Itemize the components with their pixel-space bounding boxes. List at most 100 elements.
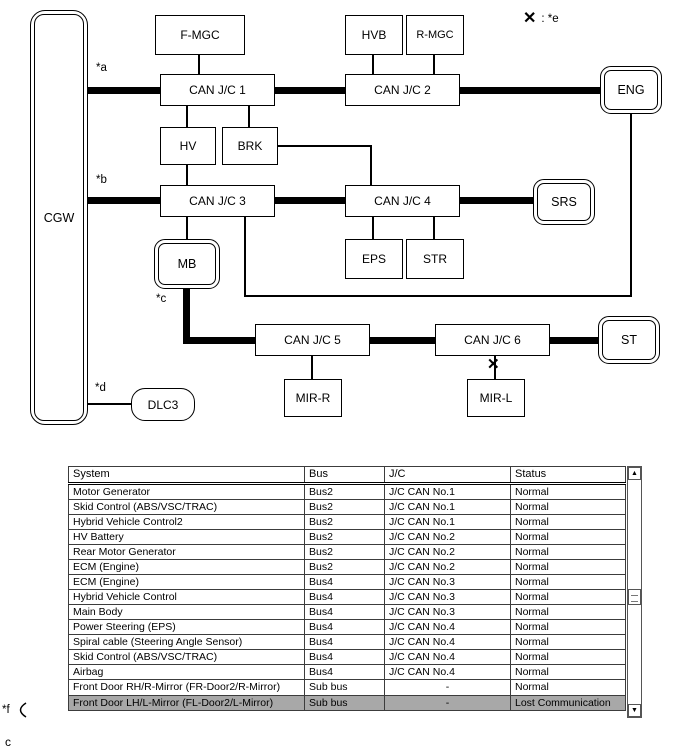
scroll-down-button[interactable]: ▼: [628, 704, 641, 717]
node-hvb: HVB: [345, 15, 403, 55]
table-row[interactable]: Front Door RH/R-Mirror (FR-Door2/R-Mirro…: [68, 679, 626, 696]
cell-system: ECM (Engine): [68, 558, 305, 576]
cell-status: Normal: [510, 558, 626, 576]
node-srs: SRS: [533, 179, 595, 225]
cell-bus: Bus4: [304, 664, 385, 681]
wire-rmgc-jc2: [433, 55, 435, 75]
wire-loop-horizontal: [244, 295, 632, 297]
cell-system: Rear Motor Generator: [68, 543, 305, 560]
table-header-row: System Bus J/C Status: [68, 466, 626, 485]
cell-jc: -: [384, 679, 511, 696]
cell-jc: J/C CAN No.4: [384, 664, 511, 681]
cell-jc: J/C CAN No.3: [384, 589, 511, 606]
node-dlc3: DLC3: [131, 388, 195, 421]
col-header-bus: Bus: [304, 466, 385, 485]
node-mir-l: MIR-L: [467, 379, 525, 417]
cell-bus: Bus4: [304, 649, 385, 666]
row-pointer-brace-icon: [19, 702, 27, 718]
cell-bus: Sub bus: [304, 679, 385, 696]
wire-jc1-hv: [186, 106, 188, 128]
node-eps: EPS: [345, 239, 403, 279]
scroll-up-button[interactable]: ▲: [628, 467, 641, 480]
col-header-system: System: [68, 466, 305, 485]
node-st: ST: [598, 316, 660, 364]
wire-hvb-jc2: [372, 55, 374, 75]
node-label: DLC3: [147, 397, 179, 412]
cell-status: Normal: [510, 649, 626, 666]
marker-a: *a: [96, 62, 107, 74]
table-scrollbar[interactable]: ▲ ▼: [627, 466, 642, 718]
scrollbar-thumb[interactable]: [628, 589, 641, 605]
cell-bus: Bus2: [304, 498, 385, 515]
figure-label: c: [5, 735, 11, 749]
cell-status: Normal: [510, 589, 626, 606]
cell-bus: Bus4: [304, 604, 385, 621]
table-row[interactable]: Spiral cable (Steering Angle Sensor)Bus4…: [68, 634, 626, 651]
node-can-jc-1: CAN J/C 1: [160, 74, 275, 106]
node-label: ST: [621, 333, 637, 347]
cell-bus: Bus4: [304, 589, 385, 606]
node-can-jc-3: CAN J/C 3: [160, 185, 275, 217]
cell-bus: Bus2: [304, 513, 385, 530]
cell-status: Normal: [510, 634, 626, 651]
wire-jc3-mb: [186, 216, 188, 240]
cell-bus: Bus2: [304, 558, 385, 576]
table-row[interactable]: Front Door LH/L-Mirror (FL-Door2/L-Mirro…: [68, 694, 626, 711]
wire-eng-loop-vertical: [630, 113, 632, 297]
wire-jc1-brk: [248, 106, 250, 128]
legend-broken-connection: ✕ : *e: [523, 11, 559, 27]
cell-system: Hybrid Vehicle Control2: [68, 513, 305, 530]
bus-c-line: [183, 337, 600, 344]
x-mark-icon: ✕: [523, 10, 537, 27]
cell-system: Front Door LH/L-Mirror (FL-Door2/L-Mirro…: [68, 694, 305, 711]
cell-system: Main Body: [68, 604, 305, 621]
node-label: HVB: [361, 28, 387, 42]
cell-system: Power Steering (EPS): [68, 619, 305, 636]
wire-jc5-mirr: [311, 355, 313, 380]
marker-f: *f: [2, 701, 30, 719]
node-hv: HV: [160, 127, 216, 165]
bus-c-vertical-line: [183, 288, 190, 344]
cell-jc: J/C CAN No.2: [384, 528, 511, 545]
node-str: STR: [406, 239, 464, 279]
cell-jc: J/C CAN No.2: [384, 543, 511, 560]
node-cgw: CGW: [30, 10, 88, 425]
wire-jc3-loop-vertical: [244, 216, 246, 297]
node-label: EPS: [361, 252, 386, 266]
node-eng: ENG: [600, 66, 662, 114]
node-can-jc-5: CAN J/C 5: [255, 324, 370, 356]
cell-system: Airbag: [68, 664, 305, 681]
cell-status: Normal: [510, 574, 626, 591]
node-can-jc-2: CAN J/C 2: [345, 74, 460, 106]
node-label: ENG: [617, 83, 645, 97]
node-label: STR: [423, 252, 447, 266]
cell-status: Normal: [510, 604, 626, 621]
cell-system: Skid Control (ABS/VSC/TRAC): [68, 498, 305, 515]
node-label: CAN J/C 3: [189, 194, 246, 208]
cell-system: Motor Generator: [68, 482, 305, 500]
cell-jc: J/C CAN No.2: [384, 558, 511, 576]
node-label: MIR-L: [479, 391, 513, 405]
node-label: F-MGC: [180, 28, 220, 42]
node-label: SRS: [551, 195, 577, 209]
cell-system: Spiral cable (Steering Angle Sensor): [68, 634, 305, 651]
node-label: CAN J/C 1: [189, 83, 246, 97]
cell-status: Normal: [510, 482, 626, 500]
cell-status: Normal: [510, 498, 626, 515]
wire-cgw-dlc3: [87, 403, 133, 405]
node-label: CAN J/C 5: [284, 333, 341, 347]
